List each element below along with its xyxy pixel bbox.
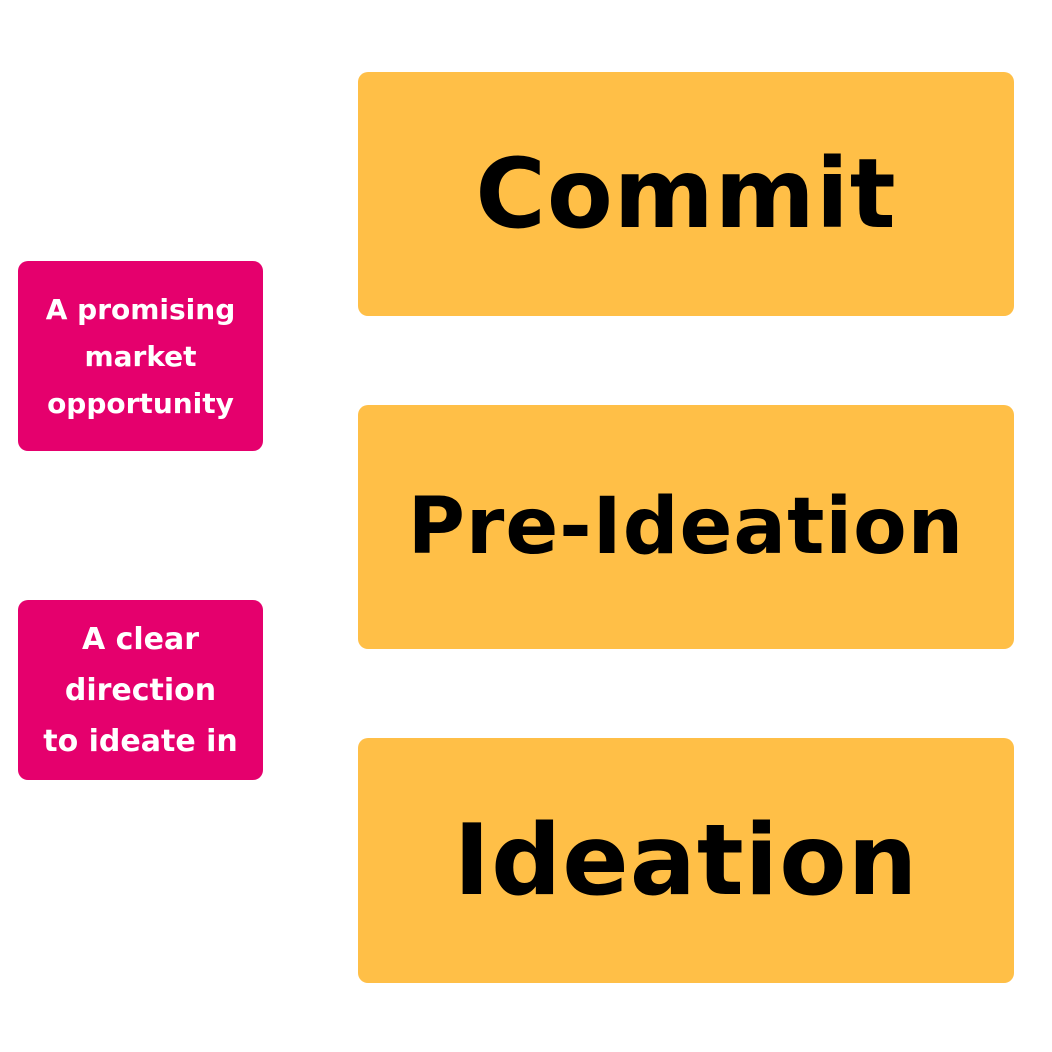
market-opportunity-note: A promising market opportunity [18,261,263,451]
clear-direction-note: A clear direction to ideate in [18,600,263,780]
stage-commit-box: Commit [358,72,1014,316]
stage-pre-ideation-box: Pre-Ideation [358,405,1014,649]
stage-ideation-box: Ideation [358,738,1014,983]
stage-ideation-label: Ideation [453,803,919,918]
stage-commit-label: Commit [475,138,897,250]
stage-pre-ideation-label: Pre-Ideation [407,482,965,572]
market-opportunity-label: A promising market opportunity [45,292,236,420]
clear-direction-label: A clear direction to ideate in [43,621,238,759]
